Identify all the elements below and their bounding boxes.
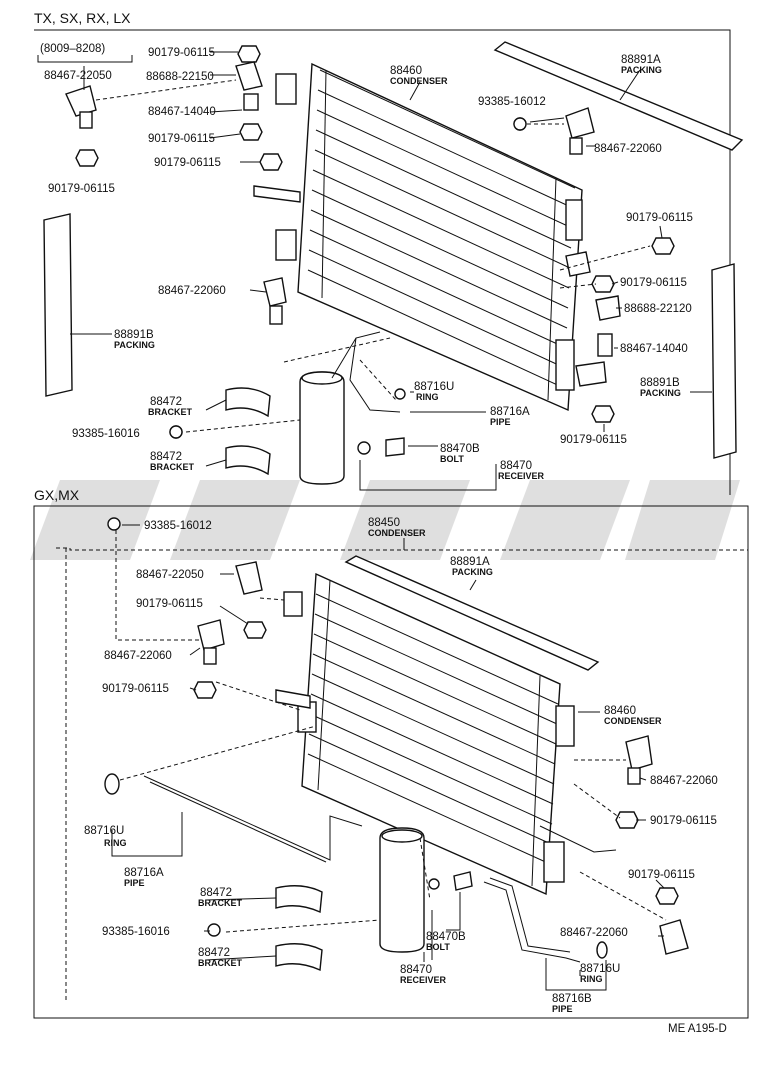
label-b-88716u-r-name: RING	[580, 974, 603, 984]
leader-lines-bottom	[111, 524, 665, 991]
label-b-88467-22060-b: 88467-22060	[560, 927, 628, 939]
label-b-90179-06115-r2: 90179-06115	[628, 869, 695, 881]
label-93385-16012: 93385-16012	[478, 96, 546, 108]
packing-88891b-left	[43, 213, 73, 397]
figure-reference: ME A195-D	[668, 1023, 727, 1035]
label-90179-06115-r3: 90179-06115	[560, 434, 627, 446]
label-b-88891a: 88891A	[450, 556, 490, 568]
label-88716u-name: RING	[416, 392, 439, 402]
label-b-90179-06115-a: 90179-06115	[136, 598, 203, 610]
label-b-88450: 88450	[368, 517, 400, 529]
condenser-top	[253, 62, 583, 412]
s-symbol-top-1	[513, 117, 527, 131]
label-90179-06115-r2: 90179-06115	[620, 277, 687, 289]
label-b-88467-22060-r: 88467-22060	[650, 775, 718, 787]
label-88467-22060-r: 88467-22060	[594, 143, 662, 155]
bottom-dashed-frame	[56, 547, 748, 1000]
label-88891b-l-name: PACKING	[114, 340, 155, 350]
label-90179-06115-b: 90179-06115	[148, 47, 215, 59]
label-90179-06115-d: 90179-06115	[154, 157, 221, 169]
label-88470-name: RECEIVER	[498, 471, 545, 481]
label-88470b: 88470B	[440, 443, 480, 455]
label-88467-14040: 88467-14040	[148, 106, 216, 118]
label-88891b-l: 88891B	[114, 329, 154, 341]
labels-bottom: 93385-16012 88450 CONDENSER 88891A PACKI…	[84, 517, 718, 1014]
label-88467-22060-l: 88467-22060	[158, 285, 226, 297]
label-b-93385-16012: 93385-16012	[144, 520, 212, 532]
fasteners-bottom	[107, 517, 689, 955]
label-93385-16016: 93385-16016	[72, 428, 140, 440]
label-88716a: 88716A	[490, 406, 530, 418]
bottom-section: GX,MX	[33, 487, 749, 1019]
date-range: (8009–8208)	[40, 43, 105, 55]
label-88470b-name: BOLT	[440, 454, 464, 464]
guide-lines-top	[95, 79, 651, 433]
receiver-top	[169, 331, 406, 485]
s-symbol-top-2	[169, 425, 183, 439]
label-b-88716b-name: PIPE	[552, 1004, 573, 1014]
label-88472-b: 88472	[150, 451, 182, 463]
date-bracket	[37, 55, 133, 63]
label-b-88472-b: 88472	[198, 947, 230, 959]
label-88472-a-name: BRACKET	[148, 407, 193, 417]
receiver-bottom	[104, 773, 617, 972]
label-b-93385-16016: 93385-16016	[102, 926, 170, 938]
label-88460: 88460	[390, 65, 422, 77]
label-b-88460-name: CONDENSER	[604, 716, 662, 726]
label-88891a: 88891A	[621, 54, 661, 66]
packing-88891a-top	[493, 41, 744, 151]
label-90179-06115-r1: 90179-06115	[626, 212, 693, 224]
label-b-88467-22050: 88467-22050	[136, 569, 204, 581]
leader-lines-top	[70, 51, 712, 491]
packing-88891a-bottom	[344, 555, 600, 671]
label-88891b-r-name: PACKING	[640, 388, 681, 398]
label-88688-22150: 88688-22150	[146, 71, 214, 83]
label-b-88470-name: RECEIVER	[400, 975, 447, 985]
label-b-88472-b-name: BRACKET	[198, 958, 243, 968]
condenser-bottom	[275, 572, 575, 896]
section-title-top: TX, SX, RX, LX	[34, 10, 131, 26]
label-b-88472-a-name: BRACKET	[198, 898, 243, 908]
label-b-88450-name: CONDENSER	[368, 528, 426, 538]
label-b-88891a-name: PACKING	[452, 567, 493, 577]
label-b-88460: 88460	[604, 705, 636, 717]
label-90179-06115-c: 90179-06115	[148, 133, 215, 145]
label-b-88470: 88470	[400, 964, 432, 976]
fasteners-top-left	[65, 45, 287, 325]
labels-top: 88467-22050 90179-06115 90179-06115 8868…	[44, 47, 693, 481]
packing-88891b-right	[711, 263, 737, 459]
label-b-88716u-l: 88716U	[84, 825, 124, 837]
label-b-90179-06115-b: 90179-06115	[102, 683, 169, 695]
label-b-88716u-l-name: RING	[104, 838, 127, 848]
label-88472-b-name: BRACKET	[150, 462, 195, 472]
label-90179-06115-a: 90179-06115	[48, 183, 115, 195]
label-88470: 88470	[500, 460, 532, 472]
label-b-88716a: 88716A	[124, 867, 164, 879]
label-88688-22120: 88688-22120	[624, 303, 692, 315]
guide-lines-bottom	[115, 530, 667, 933]
section-title-bottom: GX,MX	[34, 487, 80, 503]
label-88891a-name: PACKING	[621, 65, 662, 75]
top-section: TX, SX, RX, LX (8009–8208)	[34, 10, 744, 495]
label-b-90179-06115-r: 90179-06115	[650, 815, 717, 827]
label-b-88470b-name: BOLT	[426, 942, 450, 952]
bottom-frame	[33, 505, 749, 1019]
label-b-88716b: 88716B	[552, 993, 592, 1005]
watermark	[30, 480, 740, 560]
label-88891b-r: 88891B	[640, 377, 680, 389]
label-b-88470b: 88470B	[426, 931, 466, 943]
label-b-88472-a: 88472	[200, 887, 232, 899]
label-b-88716a-name: PIPE	[124, 878, 145, 888]
label-88460-name: CONDENSER	[390, 76, 448, 86]
label-b-88716u-r: 88716U	[580, 963, 620, 975]
label-88472-a: 88472	[150, 396, 182, 408]
label-88467-22050: 88467-22050	[44, 70, 112, 82]
label-88467-14040-r: 88467-14040	[620, 343, 688, 355]
label-88716u: 88716U	[414, 381, 454, 393]
label-b-88467-22060-a: 88467-22060	[104, 650, 172, 662]
label-88716a-name: PIPE	[490, 417, 511, 427]
